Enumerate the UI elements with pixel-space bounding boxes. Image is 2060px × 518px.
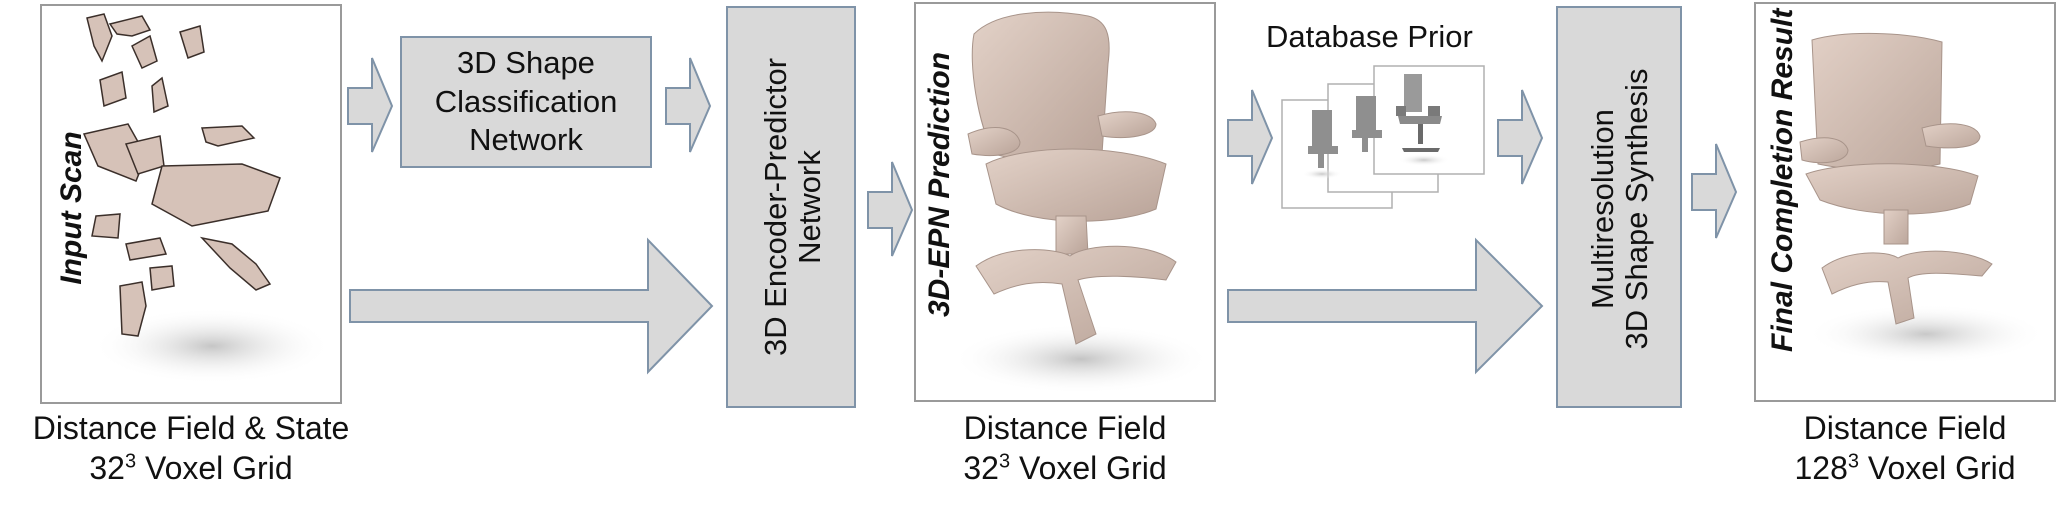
- input-caption-grid-label: Voxel Grid: [136, 450, 293, 486]
- arrow-to-database: [1227, 89, 1274, 185]
- database-prior-label: Database Prior: [1266, 19, 1473, 54]
- predicted-chair-image: [951, 11, 1211, 394]
- classification-label-line2: Classification: [434, 83, 618, 119]
- input-caption: Distance Field & State 323 Voxel Grid: [16, 408, 366, 488]
- final-caption-grid-exponent: 3: [1847, 450, 1859, 473]
- final-caption-grid-label: Voxel Grid: [1859, 450, 2016, 486]
- input-caption-line1: Distance Field & State: [32, 410, 350, 446]
- arrow-to-final: [1691, 143, 1738, 239]
- encoder-label-line1: 3D Encoder-Predictor: [758, 57, 793, 357]
- arrow-database-to-synthesis: [1497, 89, 1544, 185]
- epn-prediction-label: 3D-EPN Prediction: [923, 51, 956, 317]
- multiresolution-synthesis-box: Multiresolution 3D Shape Synthesis: [1556, 6, 1682, 408]
- arrow-to-encoder-small: [665, 57, 712, 153]
- prediction-caption-line1: Distance Field: [963, 410, 1167, 446]
- prediction-caption-grid-label: Voxel Grid: [1010, 450, 1167, 486]
- arrow-prediction-to-synthesis: [1227, 237, 1544, 375]
- final-completion-panel: Final Completion Result: [1754, 2, 2056, 402]
- final-caption-grid-size: 128: [1794, 450, 1848, 486]
- final-caption-line1: Distance Field: [1803, 410, 2007, 446]
- arrow-to-classification: [347, 57, 394, 153]
- partial-chair-scan-image: [82, 13, 332, 384]
- input-caption-grid-size: 32: [89, 450, 125, 486]
- prediction-caption-grid-exponent: 3: [998, 450, 1011, 473]
- encoder-predictor-network-box: 3D Encoder-Predictor Network: [726, 6, 856, 408]
- epn-prediction-panel: 3D-EPN Prediction: [914, 2, 1216, 402]
- input-caption-grid-exponent: 3: [124, 450, 137, 473]
- input-scan-label: Input Scan: [55, 131, 88, 285]
- final-caption: Distance Field 1283 Voxel Grid: [1730, 408, 2060, 488]
- synthesis-label-line2: 3D Shape Synthesis: [1619, 68, 1655, 350]
- classification-label-line3: Network: [469, 122, 583, 158]
- shape-classification-network-box: 3D Shape Classification Network: [400, 36, 652, 168]
- classification-label-line1: 3D Shape: [457, 44, 595, 80]
- synthesis-label-line1: Multiresolution: [1585, 109, 1620, 309]
- prediction-caption: Distance Field 323 Voxel Grid: [890, 408, 1240, 488]
- arrow-to-prediction: [867, 161, 914, 257]
- final-chair-image: [1799, 32, 2046, 364]
- encoder-label-line2: Network: [792, 150, 828, 264]
- input-scan-panel: Input Scan: [40, 4, 342, 404]
- final-completion-label: Final Completion Result: [1766, 8, 1799, 352]
- prediction-caption-grid-size: 32: [963, 450, 999, 486]
- database-prior-images: [1281, 65, 1485, 209]
- arrow-input-to-encoder: [349, 237, 714, 375]
